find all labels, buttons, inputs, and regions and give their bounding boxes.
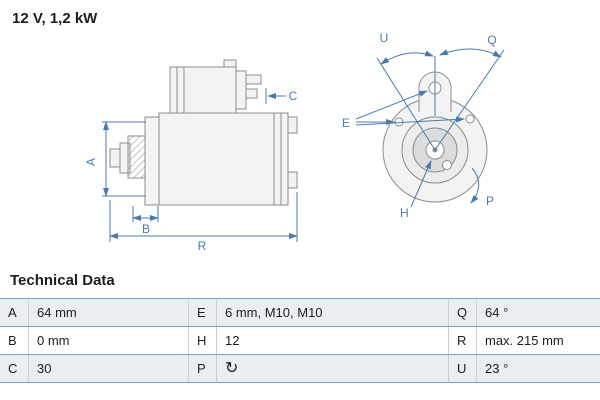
spec-key: U [448, 355, 476, 382]
dimension-r-label: R [198, 239, 207, 253]
spec-value: 12 [216, 327, 448, 354]
spec-key: H [188, 327, 216, 354]
h-leader [410, 160, 432, 208]
dimension-p-label: P [486, 194, 494, 208]
solenoid-top-stud [223, 59, 237, 68]
side-view-dimension-labels: A B C R [84, 89, 298, 253]
table-row: C 30 P ↻ U 23 ° [0, 355, 600, 383]
front-view-dimensions [355, 48, 505, 208]
mount-lug-bottom [287, 171, 298, 189]
starter-side-view [109, 59, 298, 206]
dimension-h-label: H [400, 206, 409, 220]
spec-key: B [8, 333, 17, 348]
table-row: A 64 mm E 6 mm, M10, M10 Q 64 ° [0, 299, 600, 327]
e-leader-tab [355, 90, 428, 120]
pinion-gear [127, 135, 146, 179]
dimension-a-label: A [84, 158, 98, 166]
side-view-dimensions [102, 88, 298, 242]
dimension-c-label: C [289, 89, 298, 103]
e-leader-right [355, 116, 465, 126]
spec-value: ↻ [216, 355, 448, 382]
mount-hole-right [465, 114, 475, 124]
mount-lug-top [287, 116, 298, 134]
dimension-u-label: U [380, 31, 389, 45]
table-row: B 0 mm H 12 R max. 215 mm [0, 327, 600, 355]
technical-drawing: A B C R U Q E H P [84, 31, 505, 253]
offset-hole [442, 160, 452, 170]
spec-key: C [8, 361, 18, 376]
spec-key: A [8, 305, 17, 320]
spec-value: 64 mm [28, 299, 188, 326]
dimension-e-label: E [342, 116, 350, 130]
angle-u-arc [380, 50, 434, 65]
angle-q-arc [439, 48, 502, 58]
terminal-stud-upper [245, 74, 262, 85]
spec-key: P [188, 355, 216, 382]
product-spec-title: 12 V, 1,2 kW [12, 10, 98, 27]
spec-key: Q [448, 299, 476, 326]
front-view-dimension-labels: U Q E H P [342, 31, 497, 220]
drive-end-bracket [144, 116, 160, 206]
solenoid-end-cap [235, 70, 247, 110]
terminal-stud-lower [245, 88, 258, 99]
technical-data-table: A 64 mm E 6 mm, M10, M10 Q 64 ° B 0 mm H… [0, 298, 600, 383]
motor-body [158, 112, 289, 206]
dimension-b-label: B [142, 222, 150, 236]
spec-value: 0 mm [28, 327, 188, 354]
dimension-q-label: Q [487, 33, 496, 47]
spec-value: 64 ° [476, 299, 600, 326]
solenoid-body [169, 66, 237, 114]
spec-value: 30 [28, 355, 188, 382]
section-title: Technical Data [10, 272, 115, 289]
rotation-direction-icon: ↻ [225, 360, 239, 377]
spec-value: 6 mm, M10, M10 [216, 299, 448, 326]
spec-key: R [448, 327, 476, 354]
spec-key: E [188, 299, 216, 326]
spec-value: 23 ° [476, 355, 600, 382]
rotation-arrow [470, 167, 480, 204]
spec-value: max. 215 mm [476, 327, 600, 354]
